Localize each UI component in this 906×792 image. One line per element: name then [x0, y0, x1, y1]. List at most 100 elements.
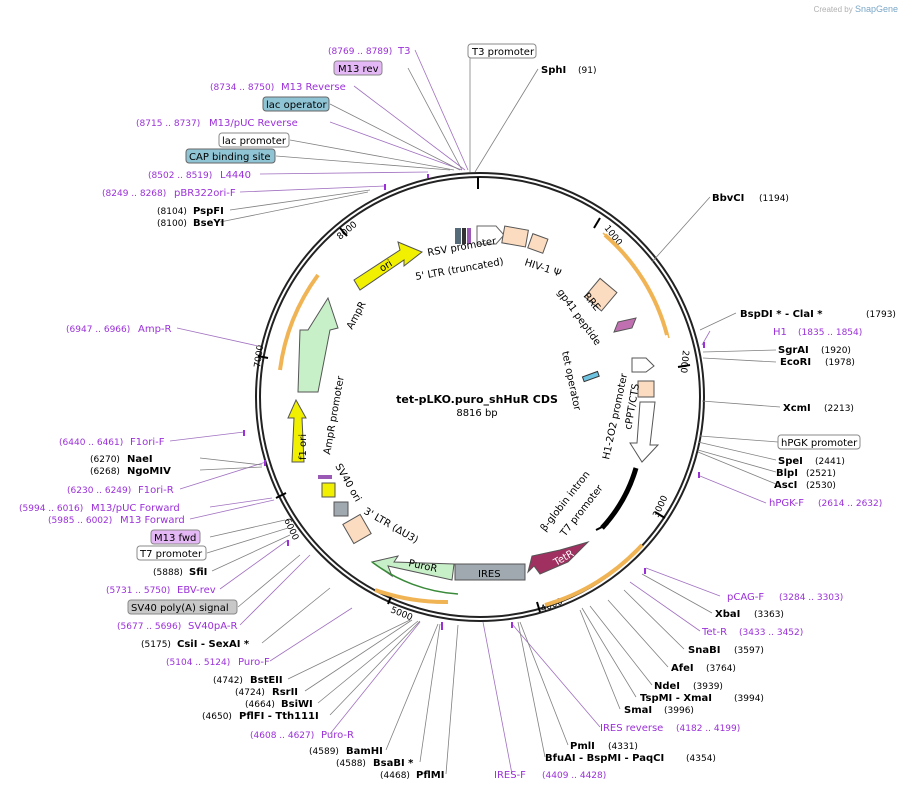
label-pflfi: PflFI - Tth111I — [239, 711, 319, 722]
feature-t7-mark — [595, 523, 609, 531]
leader-m13pucf — [209, 497, 273, 508]
label-ebvrev: EBV-rev — [177, 585, 216, 596]
label-ampr-primer: Amp-R — [138, 324, 172, 335]
leader-tspmi — [581, 607, 637, 698]
label-ecori: EcoRI — [780, 357, 811, 368]
label-lac-operator: lac operator — [266, 100, 327, 111]
label-l4440: L4440 — [220, 170, 251, 181]
label-rsrii: RsrII — [272, 687, 298, 698]
leader-t3 — [414, 49, 469, 171]
label-cap-binding: CAP binding site — [189, 152, 271, 163]
feature-3ltr — [342, 513, 372, 545]
pos-xcmi: (2213) — [824, 404, 854, 414]
leader-xcmi — [701, 400, 781, 408]
leader-afei — [607, 599, 669, 668]
feature-ires — [454, 563, 526, 581]
plasmid-name: tet-pLKO.puro_shHuR CDS — [396, 393, 558, 406]
tick-mark-2000 — [677, 364, 691, 368]
label-smai: SmaI — [624, 705, 652, 716]
feature-sv40-ori — [333, 501, 349, 517]
range-hpgkf: (2614 .. 2632) — [818, 499, 882, 509]
leader-pspfi — [229, 189, 371, 211]
leader-snabi — [623, 589, 685, 650]
label-m13-fwd: M13 fwd — [154, 533, 196, 544]
leader-f1orif — [169, 431, 245, 442]
feature-h1-promoter-arrow — [629, 401, 660, 463]
label-bsteii: BstEII — [250, 675, 283, 686]
range-h1-primer: (1835 .. 1854) — [798, 328, 862, 338]
leader-bfuai — [517, 621, 546, 758]
label-5ltr: 5' LTR (truncated) — [415, 257, 505, 283]
feature-m13-mark — [318, 475, 332, 479]
label-tetr-primer: Tet-R — [701, 627, 727, 638]
label-iresf: IRES-F — [494, 770, 526, 781]
label-m13f: M13 Forward — [120, 515, 185, 526]
feature-cppt — [637, 380, 655, 398]
feature-tet-operator-box — [581, 370, 600, 383]
label-afei: AfeI — [671, 663, 694, 674]
pos-csii: (5175) — [141, 640, 171, 650]
pos-bsabi: (4588) — [336, 759, 366, 769]
leader-bseyi — [219, 191, 369, 223]
feature-gp41 — [613, 317, 637, 333]
label-sfii: SfiI — [189, 567, 207, 578]
leader-lacop — [329, 103, 461, 171]
feature-f1-ori — [287, 398, 307, 463]
feature-hiv-psi — [527, 233, 549, 254]
leader-hpgk — [699, 435, 779, 443]
feature-tet-operator-arrow — [631, 357, 655, 373]
leader-naei — [199, 457, 263, 466]
box-lac-promoter — [218, 132, 290, 148]
leader-cap — [275, 155, 451, 171]
tick-mark-1000 — [593, 217, 601, 229]
label-amprprom: AmpR promoter — [322, 374, 347, 455]
feature-tetr-arrow — [527, 540, 590, 575]
label-csii: CsiI - SexAI * — [177, 639, 250, 650]
range-ampr-primer: (6947 .. 6966) — [66, 325, 130, 335]
arc-feature-orange-1 — [603, 233, 669, 336]
range-pbr: (8249 .. 8268) — [102, 189, 166, 199]
leader-smai — [579, 609, 621, 710]
label-lac-promoter: lac promoter — [222, 136, 287, 147]
leader-puror — [329, 621, 421, 735]
tick-mark-8000 — [339, 227, 348, 237]
label-spei: SpeI — [778, 456, 803, 467]
range-f1orir: (6230 .. 6249) — [67, 486, 131, 496]
leader-l4440 — [259, 171, 429, 175]
tick-mark-3000 — [654, 511, 666, 519]
pos-blpi: (2521) — [806, 469, 836, 479]
box-sv40-polya — [127, 599, 238, 615]
pos-naei: (6270) — [90, 455, 120, 465]
label-hpgkf: hPGK-F — [769, 498, 804, 509]
leader-bsteii — [287, 619, 411, 680]
leader-pbr — [239, 185, 386, 193]
brand-prefix: Created by — [813, 5, 853, 14]
leader-iresf — [482, 621, 513, 775]
range-m13f: (5985 .. 6002) — [48, 516, 112, 526]
label-hpgk-promoter: hPGK promoter — [781, 438, 858, 449]
range-tetr-primer: (3433 .. 3452) — [739, 628, 803, 638]
label-xbai: XbaI — [715, 609, 740, 620]
label-xcmi: XcmI — [783, 403, 811, 414]
label-ampr: AmpR — [345, 300, 369, 332]
leader-bsiwi — [317, 620, 419, 704]
leader-sv40pa — [237, 554, 301, 608]
pos-afei: (3764) — [706, 664, 736, 674]
pos-rsrii: (4724) — [235, 688, 265, 698]
tick-label-2000: 2000 — [678, 350, 690, 374]
pos-asci: (2530) — [806, 481, 836, 491]
leader-sgrai — [702, 349, 777, 353]
leader-m13f — [189, 499, 275, 520]
leader-m13-reverse — [353, 85, 466, 171]
leader-pmli — [519, 621, 569, 746]
range-puror: (4608 .. 4627) — [250, 731, 314, 741]
tick-mark-7000 — [257, 355, 269, 359]
feature-5ltr — [501, 225, 529, 248]
pos-pflmi: (4468) — [380, 771, 410, 781]
label-3ltr: 3' LTR (ΔU3) — [362, 506, 420, 546]
range-f1orif: (6440 .. 6461) — [59, 438, 123, 448]
leader-sv40par — [239, 554, 311, 626]
leader-sphi — [474, 68, 539, 173]
pos-bsiwi: (4664) — [245, 700, 275, 710]
